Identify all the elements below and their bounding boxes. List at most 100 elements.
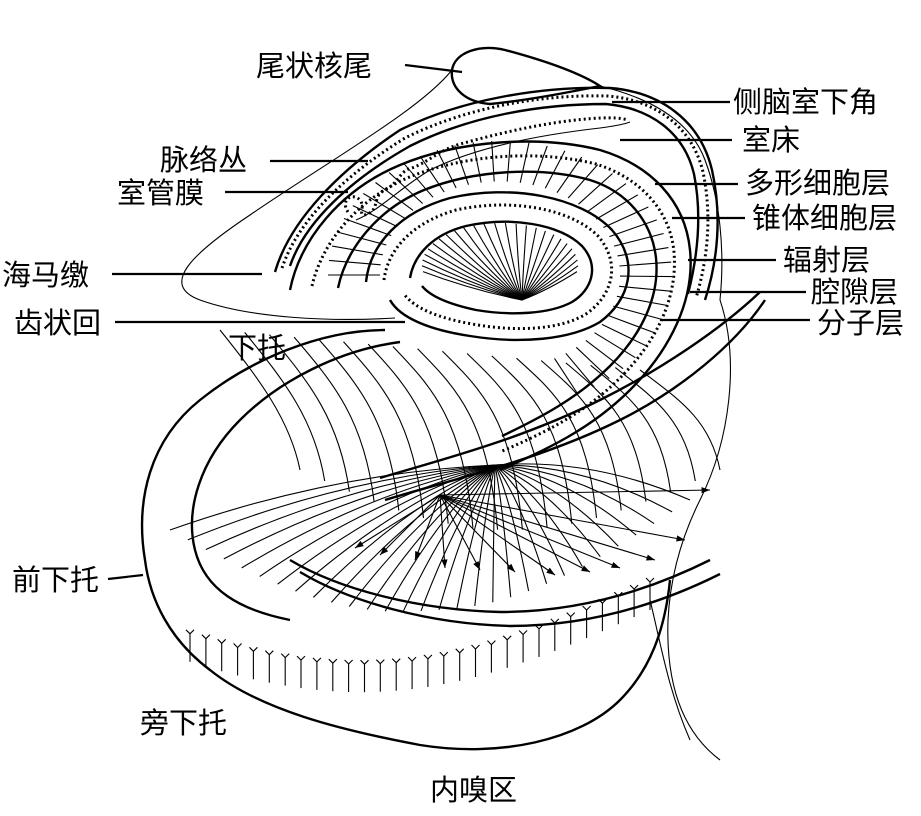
cell-dendrite: [518, 630, 528, 636]
cell-dendrite: [439, 651, 449, 657]
label-presubiculum: 前下托: [12, 563, 99, 597]
label-entorhinal-area: 内嗅区: [430, 773, 517, 807]
cell-dendrite: [566, 612, 576, 618]
radial-fiber: [587, 183, 627, 212]
dentate-fiber: [521, 227, 537, 301]
subiculum-fiber: [223, 464, 496, 560]
subiculum-fiber: [639, 369, 721, 471]
subiculum-fiber: [590, 364, 672, 492]
dentate-inner: [408, 220, 594, 315]
subiculum-fiber: [402, 464, 496, 612]
cell-dendrite: [629, 584, 639, 590]
ventricle-inner: [288, 102, 700, 295]
dentate-fiber: [422, 271, 523, 301]
subiculum-fiber: [318, 339, 400, 511]
radial-fiber: [544, 150, 566, 189]
cell-dendrite: [217, 638, 227, 645]
dentate-fiber: [483, 223, 523, 301]
dentate-fiber: [473, 225, 523, 301]
ventricle-outer: [273, 86, 719, 301]
dentate-fiber: [521, 243, 568, 301]
cell-dendrite: [375, 659, 385, 665]
subiculum-fiber: [295, 464, 496, 592]
dentate-fibers: [421, 222, 579, 301]
fiber-arrow: [439, 494, 446, 569]
arrow-head: [506, 563, 515, 572]
dentate-fiber: [521, 271, 578, 301]
fiber-arrow: [439, 494, 621, 569]
cell-dendrite: [249, 646, 258, 653]
subiculum-fiber: [494, 464, 601, 558]
fiber-arrow: [439, 494, 516, 573]
subiculum-fiber: [494, 464, 655, 525]
dentate-fiber: [494, 222, 523, 301]
subiculum-fiber: [494, 464, 530, 592]
fiber-arrow: [439, 489, 711, 496]
fiber-arrow: [379, 494, 441, 556]
radial-fiber: [403, 163, 434, 198]
cell-dendrite: [280, 653, 290, 659]
subiculum-fiber: [466, 353, 548, 528]
subiculum-fiber: [384, 464, 496, 612]
subiculum-fiber: [313, 464, 496, 598]
radial-fiber: [567, 164, 599, 199]
arrow-head: [355, 540, 364, 548]
radial-fiber: [556, 156, 583, 194]
dentate-fiber: [521, 230, 546, 301]
cell-ticks: [185, 577, 655, 693]
subiculum-fiber: [417, 348, 499, 530]
cell-dendrite: [582, 605, 591, 611]
label-caudate-tail: 尾状核尾: [256, 49, 372, 83]
cell-dendrite: [201, 634, 211, 640]
molecular-band-lower: [289, 558, 711, 614]
subiculum-fiber: [438, 464, 496, 610]
arrow-head: [441, 559, 448, 568]
leader-lines: [107, 63, 810, 581]
cell-dendrite: [423, 654, 433, 660]
labels: 尾状核尾 侧脑室下角 脉络丛 室床 室管膜 多形细胞层 锥体细胞层 海马缴 辐射…: [2, 49, 904, 807]
subiculum-fiber: [241, 464, 496, 569]
radial-fiber: [506, 141, 511, 182]
right-boundary: [667, 299, 731, 761]
radial-fiber: [491, 140, 495, 182]
radial-fibers: [328, 140, 673, 395]
fiber-arrow: [354, 494, 441, 549]
radial-fiber: [363, 193, 405, 219]
fiber-arrows: [354, 487, 711, 576]
dentate-fiber: [445, 234, 523, 301]
cell-dendrite: [312, 657, 322, 663]
pyramidal-arc-outer: [288, 140, 692, 472]
arrow-head: [546, 567, 555, 575]
radial-fiber: [616, 295, 668, 307]
cell-dendrite: [598, 598, 607, 604]
subiculum-fiber: [420, 464, 496, 612]
outer-envelope-right: [599, 85, 723, 301]
dentate-fiber: [521, 234, 555, 301]
dentate-fiber: [422, 259, 523, 301]
pyramidal-cells: [310, 154, 676, 454]
cell-dendrite: [534, 624, 544, 630]
arrow-head: [701, 487, 710, 494]
cell-dendrite: [264, 650, 274, 656]
cell-dendrite: [471, 644, 480, 650]
dentate-outer: [364, 191, 630, 342]
label-molecular-layer: 分子层: [817, 306, 904, 340]
fiber-arrow: [439, 494, 556, 576]
radial-fiber: [575, 346, 610, 379]
cell-dendrite: [328, 658, 338, 664]
arrow-head: [380, 546, 389, 555]
dentate-fiber: [438, 238, 523, 301]
radial-fiber: [554, 358, 579, 395]
subiculum-fiber: [392, 346, 474, 528]
dentate-fiber: [427, 248, 523, 301]
subiculum-fiber: [187, 464, 496, 541]
molecular-band-lower-2: [299, 570, 721, 628]
dentate-fiber: [521, 225, 527, 301]
cell-dendrite: [455, 648, 465, 654]
subiculum-fiber: [494, 464, 637, 536]
radial-fiber: [436, 149, 457, 189]
cell-dendrite: [360, 659, 369, 665]
cell-dendrite: [407, 656, 417, 662]
radial-fiber: [613, 305, 663, 321]
